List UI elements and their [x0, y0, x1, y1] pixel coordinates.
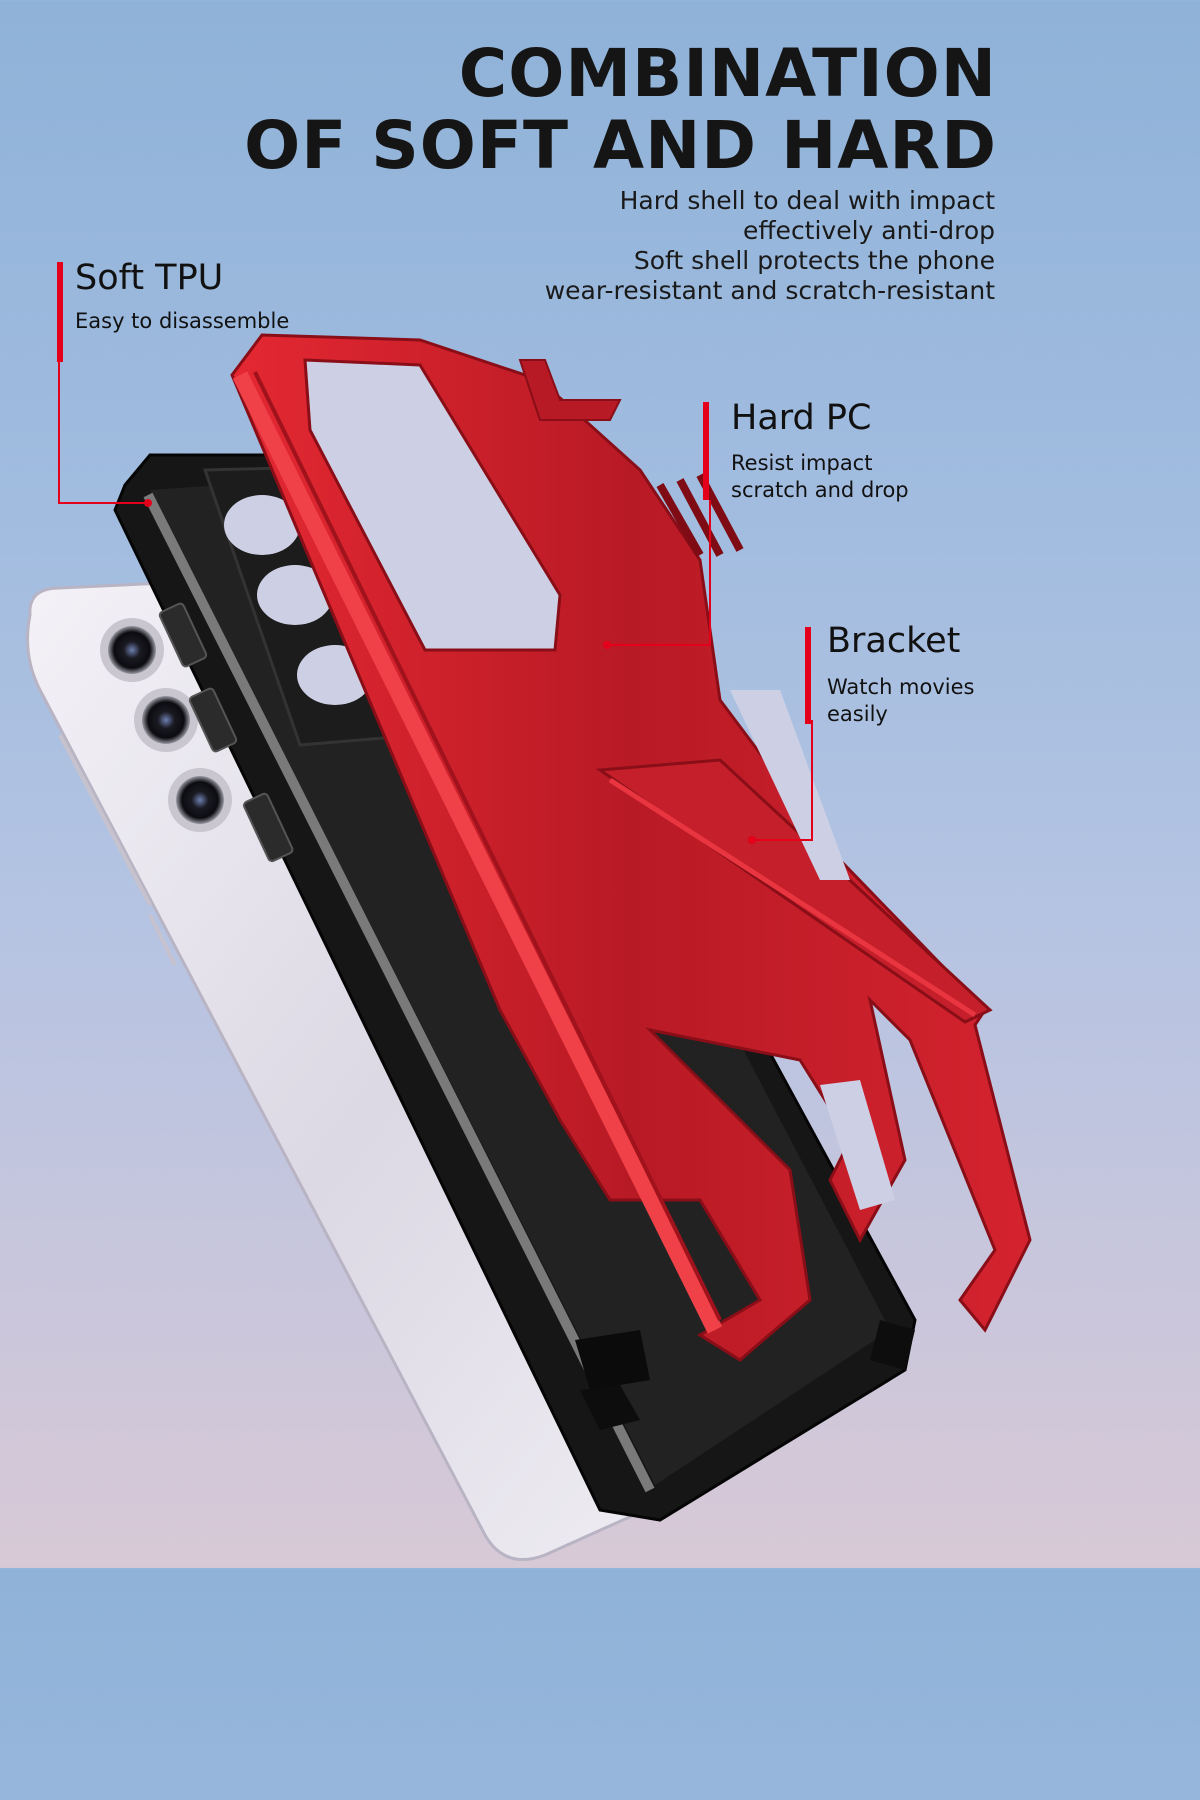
callout-title: Soft TPU	[75, 258, 224, 298]
headline-line-2: OF SOFT AND HARD	[244, 107, 997, 184]
case-camera-hole-2	[257, 565, 333, 625]
callout-desc: Watch movies	[827, 675, 975, 699]
bracket-leader	[752, 720, 813, 841]
feature-line: wear-resistant and scratch-resistant	[544, 276, 995, 305]
callout-desc: scratch and drop	[731, 478, 909, 502]
phone-case-illustration	[26, 333, 1032, 1561]
hard-pc-shell	[230, 333, 1032, 1362]
headline-line-1: COMBINATION	[458, 35, 997, 112]
callout-desc: Resist impact	[731, 451, 873, 475]
feature-line: effectively anti-drop	[742, 216, 995, 245]
leader-lines	[58, 340, 813, 844]
callout-desc: easily	[827, 702, 888, 726]
callout-desc: Easy to disassemble	[75, 309, 290, 333]
case-camera-hole-1	[224, 495, 300, 555]
headline: COMBINATION OF SOFT AND HARD	[244, 38, 997, 182]
camera-lens-2	[134, 688, 198, 752]
callout-accent-bar	[703, 402, 709, 500]
feature-line: Soft shell protects the phone	[633, 246, 995, 275]
feature-description: Hard shell to deal with impact effective…	[545, 186, 995, 306]
hard-pc-leader	[607, 500, 711, 646]
camera-lens-1	[100, 618, 164, 682]
feature-line: Hard shell to deal with impact	[619, 186, 995, 215]
callout-title: Hard PC	[731, 398, 872, 438]
callout-title: Bracket	[827, 621, 961, 661]
camera-lens-3	[168, 768, 232, 832]
callout-accent-bar	[805, 627, 811, 724]
soft-tpu-leader	[58, 340, 148, 504]
callout-accent-bar	[57, 262, 63, 362]
